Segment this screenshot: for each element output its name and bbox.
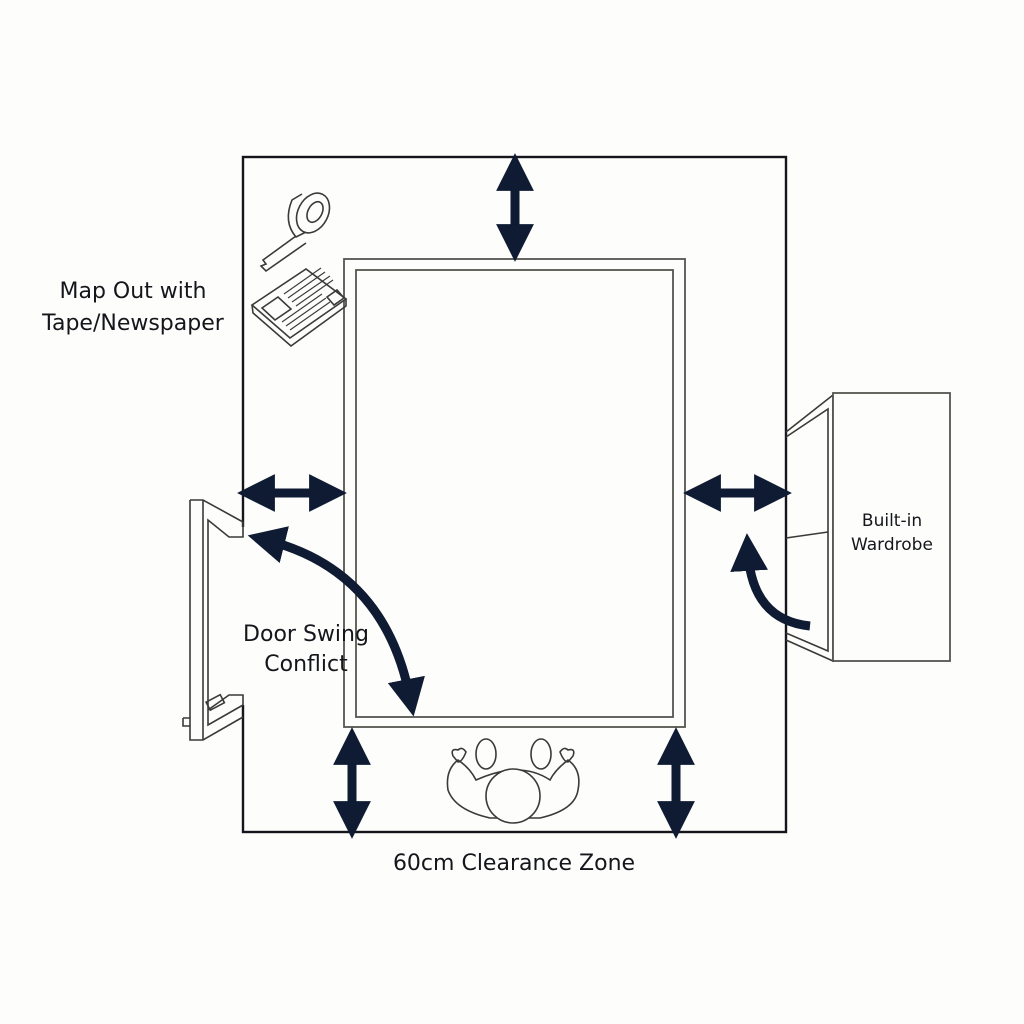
door-swing-arrow	[247, 526, 425, 717]
wardrobe-label-line2: Wardrobe	[851, 535, 933, 555]
map-out-label-line1: Map Out with	[60, 279, 207, 304]
built-in-wardrobe	[785, 392, 951, 663]
tape-roll-icon	[259, 192, 331, 273]
wardrobe-label-line1: Built-in	[862, 511, 922, 531]
door-swing-label-line2: Conflict	[264, 652, 348, 677]
wardrobe-door-arrow	[730, 533, 811, 631]
newspaper-icon	[250, 267, 348, 348]
door	[182, 499, 246, 741]
person-top-view-icon	[446, 738, 580, 824]
clearance-zone-label: 60cm Clearance Zone	[393, 851, 635, 876]
map-out-label-line2: Tape/Newspaper	[41, 311, 225, 336]
door-swing-label-line1: Door Swing	[243, 622, 369, 647]
